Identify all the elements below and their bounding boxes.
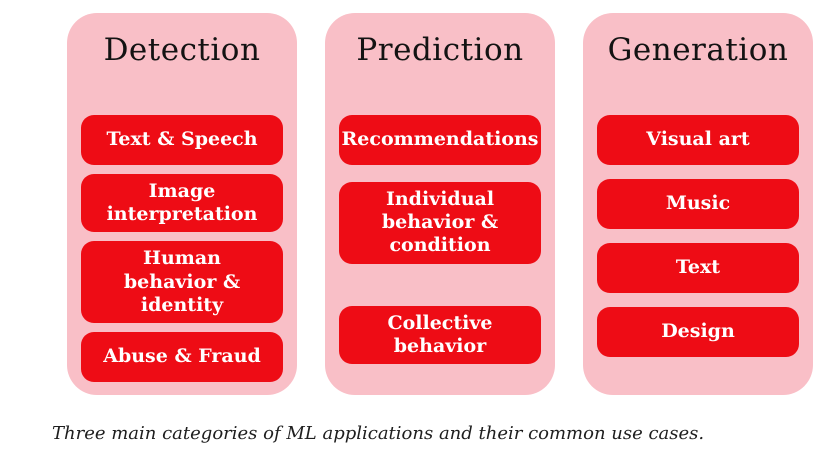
- use-case-label: Recommendations: [341, 128, 539, 151]
- ml-categories-diagram: Detection Text & Speech Image interpreta…: [67, 13, 813, 395]
- use-case-text-speech: Text & Speech: [81, 115, 283, 165]
- use-case-label: Abuse & Fraud: [103, 345, 261, 368]
- figure-caption: Three main categories of ML applications…: [52, 423, 705, 444]
- use-case-abuse-fraud: Abuse & Fraud: [81, 331, 283, 382]
- use-case-individual-behavior-condition: Individual behavior & condition: [339, 182, 541, 264]
- column-detection: Detection Text & Speech Image interpreta…: [67, 13, 297, 395]
- use-case-visual-art: Visual art: [597, 115, 799, 165]
- generation-items: Visual art Music Text Design: [597, 115, 799, 357]
- column-generation: Generation Visual art Music Text Design: [583, 13, 813, 395]
- use-case-design: Design: [597, 307, 799, 357]
- use-case-human-behavior-identity: Human behavior & identity: [81, 241, 283, 323]
- use-case-text: Text: [597, 243, 799, 293]
- use-case-label: Design: [661, 320, 735, 343]
- use-case-label: Collective behavior: [387, 311, 493, 357]
- use-case-collective-behavior: Collective behavior: [339, 305, 541, 364]
- use-case-label: Music: [665, 192, 731, 215]
- use-case-label: Text: [675, 256, 721, 279]
- column-title-detection: Detection: [103, 32, 261, 68]
- column-title-prediction: Prediction: [356, 32, 524, 68]
- use-case-label: Visual art: [646, 128, 750, 151]
- use-case-recommendations: Recommendations: [339, 115, 541, 165]
- use-case-label: Text & Speech: [106, 128, 258, 151]
- column-prediction: Prediction Recommendations Individual be…: [325, 13, 555, 395]
- use-case-label: Human behavior & identity: [123, 247, 241, 316]
- detection-items: Text & Speech Image interpretation Human…: [81, 115, 283, 382]
- use-case-label: Image interpretation: [106, 180, 258, 226]
- prediction-items: Recommendations Individual behavior & co…: [339, 115, 541, 364]
- column-title-generation: Generation: [607, 32, 789, 68]
- use-case-image-interpretation: Image interpretation: [81, 174, 283, 233]
- use-case-music: Music: [597, 179, 799, 229]
- use-case-label: Individual behavior & condition: [381, 188, 499, 257]
